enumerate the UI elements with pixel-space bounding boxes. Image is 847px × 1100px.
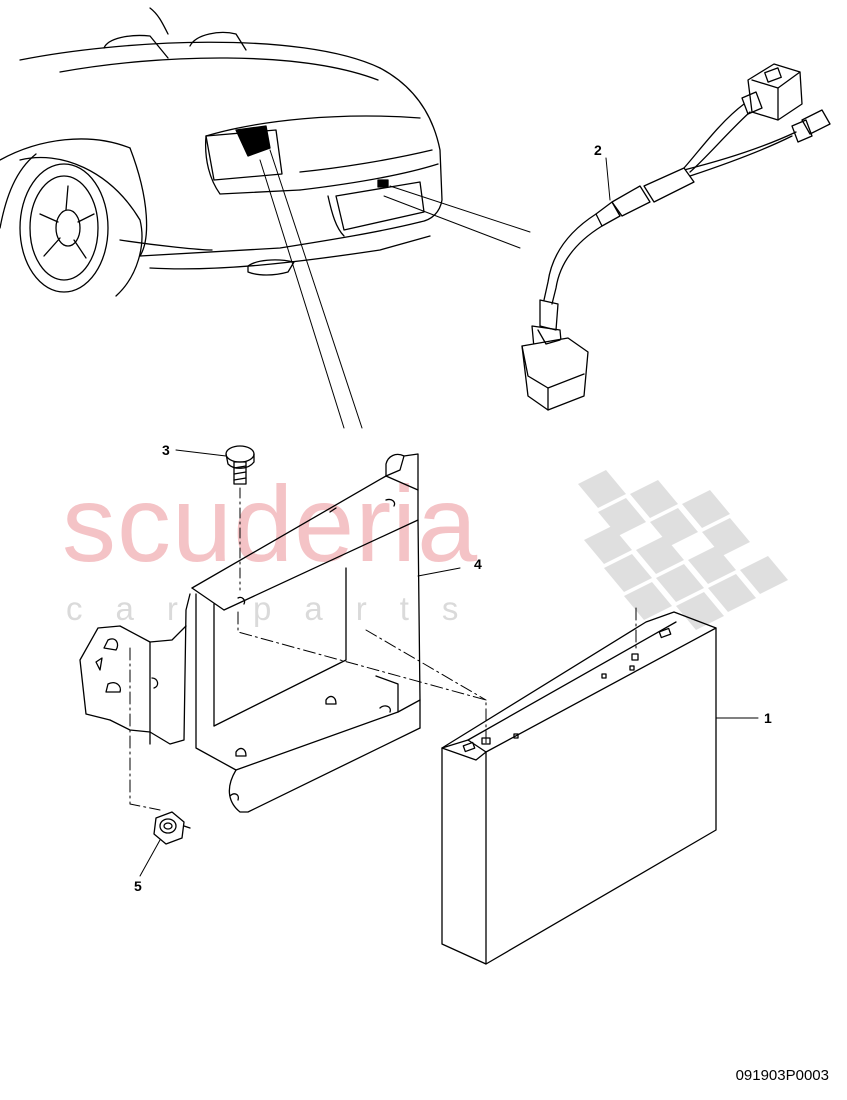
callout-5: 5	[134, 878, 142, 894]
car-rear-illustration	[0, 7, 531, 429]
callout-2: 2	[594, 142, 602, 158]
watermark-text: scuderia	[62, 463, 479, 584]
nut-illustration	[153, 811, 191, 845]
screw-illustration	[225, 445, 255, 591]
bracket-illustration	[79, 453, 421, 813]
watermark-subtext: car parts	[66, 590, 492, 627]
wiring-harness-illustration	[521, 63, 831, 411]
callout-leaders	[139, 157, 759, 877]
control-unit-illustration	[441, 611, 717, 965]
drawing-reference-number: 091903P0003	[735, 1067, 829, 1084]
callout-1: 1	[764, 710, 772, 726]
callout-4: 4	[474, 556, 482, 572]
assembly-lines	[129, 607, 637, 811]
callout-3: 3	[162, 442, 170, 458]
